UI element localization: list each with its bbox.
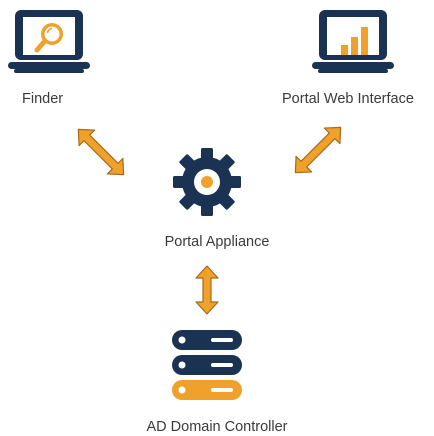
finder-label: Finder	[22, 91, 64, 107]
portal-web-interface-label: Portal Web Interface	[282, 91, 414, 107]
bidirectional-arrow-appliance-ad	[195, 265, 219, 315]
server-unit-2	[172, 355, 242, 375]
gear-icon	[173, 148, 241, 216]
bar-chart-icon	[341, 27, 368, 55]
server-unit-3	[172, 380, 242, 400]
ad-domain-controller-label: AD Domain Controller	[146, 419, 288, 435]
bidirectional-arrow-finder-appliance	[77, 128, 125, 176]
bidirectional-arrow-portal-appliance	[294, 126, 342, 174]
magnifier-icon	[34, 23, 63, 53]
laptop-chart-icon	[312, 10, 394, 73]
laptop-search-icon	[8, 10, 90, 73]
portal-appliance-label: Portal Appliance	[164, 234, 270, 250]
server-stack-icon	[172, 330, 242, 400]
server-unit-1	[172, 330, 242, 350]
